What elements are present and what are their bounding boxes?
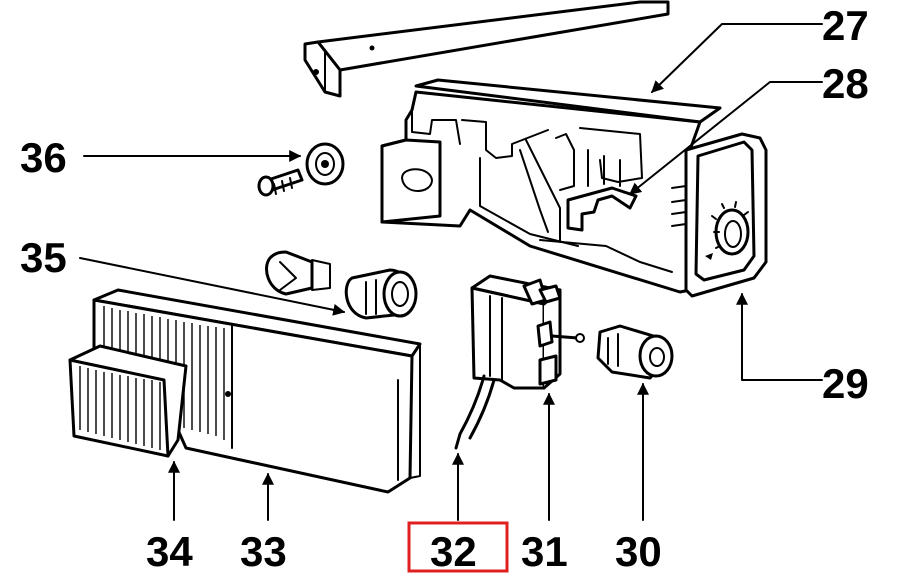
- switch-part: [454, 274, 585, 450]
- leader-29: [736, 292, 823, 381]
- label-27: 27: [822, 2, 869, 49]
- label-30: 30: [615, 528, 662, 574]
- leader-35: [79, 257, 346, 316]
- lamp-holder-part: [596, 324, 674, 380]
- label-29: 29: [822, 360, 869, 407]
- control-housing-part: [380, 78, 768, 298]
- leader-28: [629, 81, 823, 195]
- cover-part: [92, 288, 422, 494]
- screw-washer-part: [257, 142, 345, 197]
- label-31: 31: [521, 528, 568, 574]
- label-32: 32: [430, 528, 477, 574]
- label-34: 34: [146, 528, 193, 574]
- label-35: 35: [20, 234, 67, 281]
- grille-part: [68, 344, 188, 458]
- leader-lines: [79, 23, 823, 521]
- label-28: 28: [822, 60, 869, 107]
- top-rail-part: [303, 0, 670, 98]
- label-33: 33: [240, 528, 287, 574]
- highlight-box-part-32: [407, 521, 509, 573]
- bulb-socket-part: [265, 250, 418, 320]
- leader-27: [651, 23, 823, 93]
- label-36: 36: [20, 134, 67, 181]
